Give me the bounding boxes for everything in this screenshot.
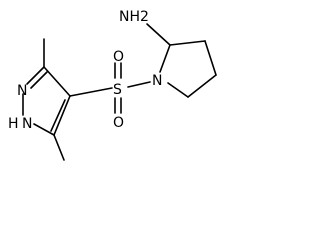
bond-c2-c3 — [169, 40, 206, 46]
bond-c3-c4 — [204, 40, 217, 76]
atom-amine: NH2 — [119, 9, 149, 25]
bond-c4-c5 — [53, 95, 71, 136]
atom-s: S — [113, 82, 122, 98]
atom-o-bottom: O — [113, 115, 124, 131]
bond-c5-n — [167, 82, 189, 98]
bond-s-n — [127, 81, 151, 88]
atom-o-top: O — [113, 49, 124, 65]
atom-n2: N — [17, 83, 27, 99]
atom-h1: H — [8, 116, 19, 132]
atom-n1: N — [22, 116, 32, 132]
methyl-bond-c5 — [53, 134, 65, 161]
atom-n-pyrrolidine: N — [152, 73, 162, 89]
bond-c5-n1 — [33, 123, 55, 136]
bond-n2-c3 — [26, 66, 45, 85]
bond-c4-s — [69, 87, 113, 97]
bond-c4-c5 — [187, 74, 217, 98]
pyrrolidine-ring — [159, 40, 217, 98]
molecule-diagram: N N H S O O N NH2 — [8, 9, 217, 161]
bond-c3-c4 — [43, 66, 71, 97]
bond-c4-c5-inner — [50, 99, 66, 132]
pyrazole-ring — [22, 66, 71, 136]
bond-n2-c3-inner — [30, 71, 48, 89]
bond-c2-amine — [146, 23, 171, 46]
structure-drawing: N N H S O O N NH2 — [8, 9, 217, 161]
bond-n-c2 — [159, 44, 171, 73]
